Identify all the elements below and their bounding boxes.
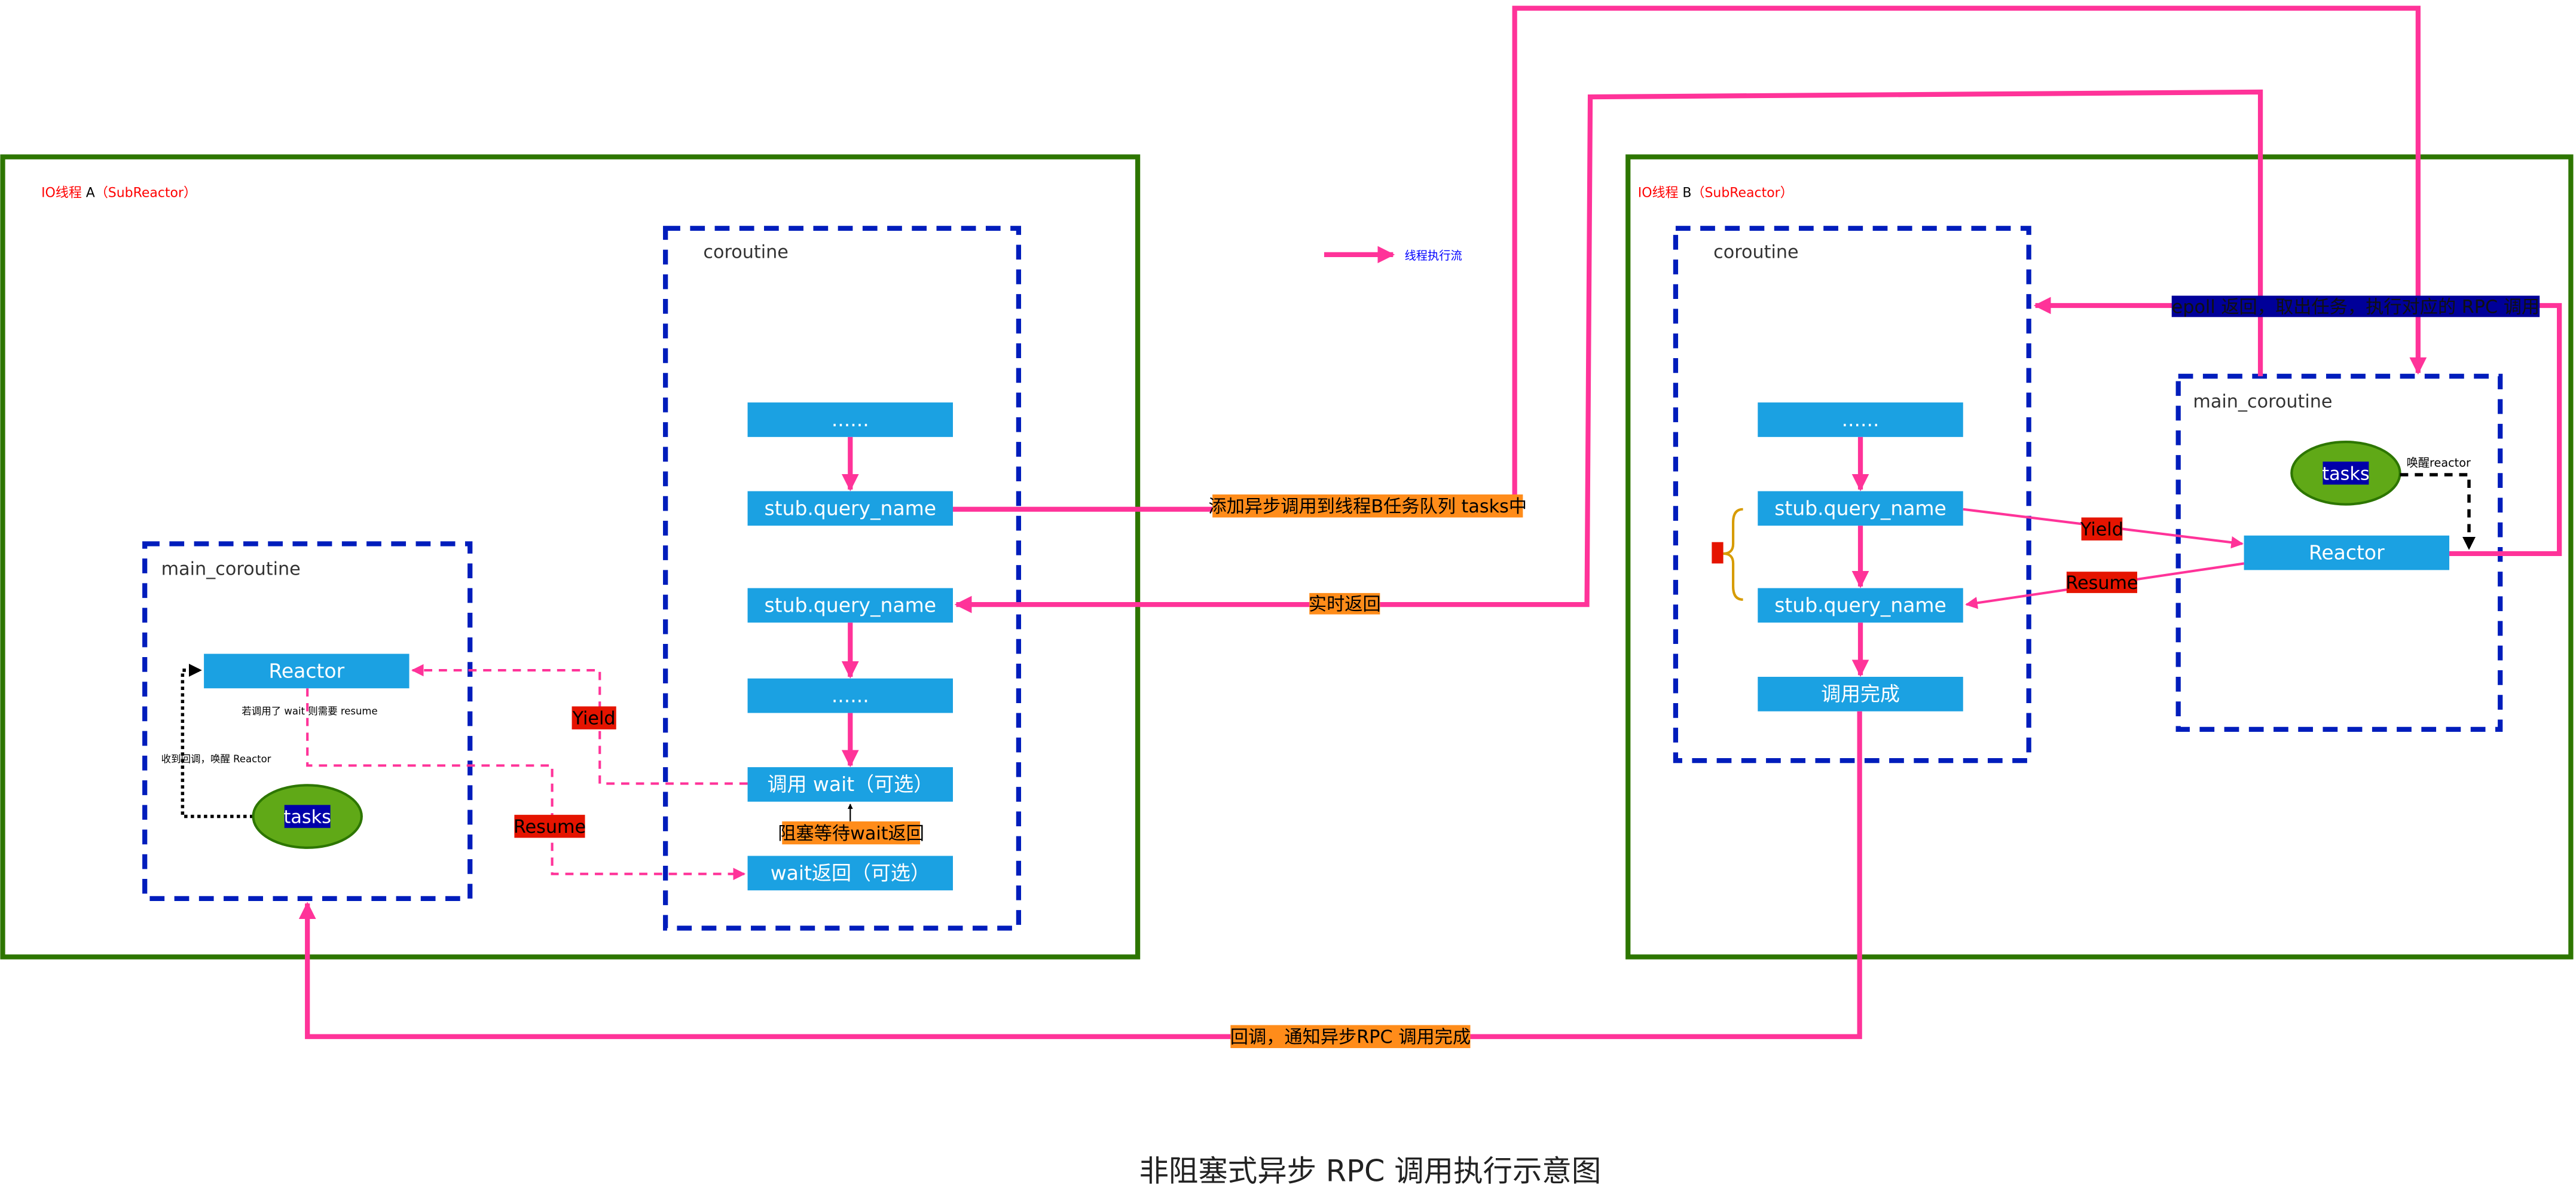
thread-b-coroutine-box — [1673, 225, 2031, 764]
thread-a-step-0: ...... — [747, 402, 953, 437]
resume-note: 若调用了 wait 则需要 resume — [242, 706, 377, 717]
thread-b-step-3: 调用完成 — [1758, 677, 1963, 711]
thread-b-step-0: ...... — [1758, 402, 1963, 437]
thread-a-resume-tag — [514, 814, 585, 838]
wake-reactor-arrow-b — [2400, 473, 2476, 550]
thread-b-coroutine-label: coroutine — [1713, 242, 1799, 262]
thread-b-label-suffix: （SubReactor） — [1692, 186, 1793, 201]
edge-callback-tag — [1230, 1025, 1471, 1048]
wake-note-a: 收到回调，唤醒 Reactor — [161, 753, 271, 765]
thread-b-step-2: stub.query_name — [1758, 588, 1963, 623]
wake-note-b: 唤醒reactor — [2407, 456, 2471, 469]
edge-callback — [298, 711, 1862, 1039]
thread-a-reactor: Reactor — [204, 653, 410, 689]
thread-b-main-coroutine-label: main_coroutine — [2193, 391, 2332, 412]
edge-realtime-return-text: 实时返回 — [1309, 594, 1381, 615]
thread-b-reactor-label: Reactor — [2309, 541, 2385, 564]
thread-b-step-0-label: ...... — [1842, 408, 1880, 431]
block-note-tag — [782, 821, 921, 845]
block-note-text: 阻塞等待wait返回 — [778, 823, 924, 844]
edge-add-task-text: 添加异步调用到线程B任务队列 tasks中 — [1208, 496, 1527, 517]
thread-b-reactor: Reactor — [2244, 535, 2450, 570]
thread-a-box — [0, 154, 1141, 960]
thread-b-brace — [1723, 508, 1743, 601]
legend-label: 线程执行流 — [1405, 249, 1462, 262]
thread-b-resume-text: Resume — [2065, 573, 2138, 594]
thread-a-coroutine-label: coroutine — [703, 242, 789, 262]
thread-a-step-0-label: ...... — [832, 408, 869, 431]
thread-a-label-prefix: IO线程 — [41, 186, 82, 201]
thread-a-step-3: ...... — [747, 678, 953, 713]
thread-b-label-letter: B — [1678, 186, 1691, 201]
thread-a-step-2: stub.query_name — [747, 588, 953, 623]
wake-reactor-arrow-a — [181, 664, 253, 819]
thread-b-yield-tag — [2081, 517, 2123, 540]
thread-a-step-5: wait返回（可选） — [747, 856, 953, 891]
diagram-title: 非阻塞式异步 RPC 调用执行示意图 — [1139, 1154, 1601, 1189]
thread-b-tasks-label: tasks — [2322, 463, 2369, 484]
thread-a-label-suffix: （SubReactor） — [95, 186, 197, 201]
thread-a-step-3-label: ...... — [832, 684, 869, 707]
thread-a-step-5-label: wait返回（可选） — [771, 861, 930, 884]
thread-a-resume-text: Resume — [514, 817, 586, 838]
thread-a-main-coroutine-box — [142, 541, 473, 902]
edge-callback-text: 回调，通知异步RPC 调用完成 — [1230, 1027, 1471, 1048]
thread-a-yield-tag — [572, 706, 616, 729]
edge-realtime-return-tag — [1309, 593, 1380, 615]
thread-b-step-2-label: stub.query_name — [1774, 593, 1946, 616]
thread-a-step-4-label: 调用 wait（可选） — [767, 772, 933, 796]
thread-a-label-letter: A — [82, 186, 95, 201]
thread-a-step-2-label: stub.query_name — [764, 593, 936, 616]
thread-a-yield-text: Yield — [572, 709, 616, 729]
edge-add-task — [952, 5, 2427, 512]
thread-a-coroutine-box — [663, 225, 1022, 931]
edge-dispatch — [2033, 297, 2562, 557]
thread-a-step-1-label: stub.query_name — [764, 496, 936, 520]
thread-a-yield-edge — [411, 664, 748, 785]
thread-a-reactor-label: Reactor — [268, 659, 344, 682]
thread-b-step-1: stub.query_name — [1758, 491, 1963, 526]
thread-b-box — [1625, 154, 2574, 960]
thread-a-resume-edge — [306, 688, 746, 881]
thread-a-step-4: 调用 wait（可选） — [747, 767, 953, 802]
edge-dispatch-tag — [2171, 295, 2540, 317]
thread-a-main-coroutine-label: main_coroutine — [161, 559, 301, 580]
thread-b-label: IO线程 B（SubReactor） — [1638, 186, 1793, 201]
thread-b-resume-tag — [2066, 572, 2138, 593]
edge-realtime-return — [954, 89, 2263, 613]
thread-b-brace-marker — [1712, 542, 1724, 564]
thread-a-tasks-label: tasks — [284, 807, 331, 828]
thread-a-label: IO线程 A（SubReactor） — [41, 186, 197, 201]
thread-b-label-prefix: IO线程 — [1638, 186, 1679, 201]
thread-b-tasks: tasks — [2290, 441, 2401, 506]
edge-add-task-tag — [1212, 494, 1523, 518]
edge-dispatch-text: epoll 返回，取出任务，执行对应的 RPC 调用 — [2172, 297, 2540, 317]
thread-b-step-3-label: 调用完成 — [1821, 682, 1900, 706]
thread-a-tasks: tasks — [252, 784, 363, 849]
thread-b-step-1-label: stub.query_name — [1774, 496, 1946, 520]
thread-a-step-1: stub.query_name — [747, 491, 953, 526]
thread-b-yield-text: Yield — [2080, 520, 2123, 540]
